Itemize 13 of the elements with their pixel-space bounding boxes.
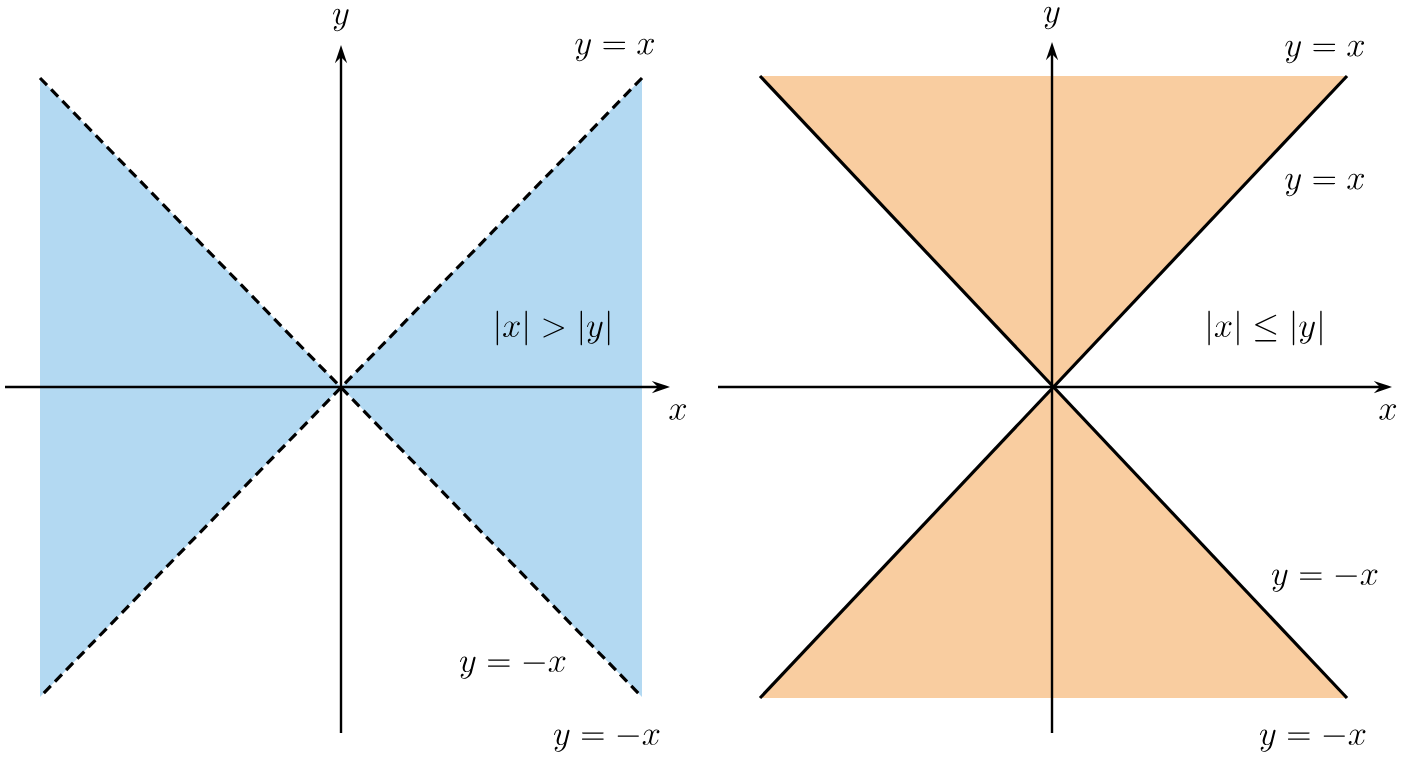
equation-label: $y = -x$ — [554, 729, 660, 752]
equation-label: $y = x$ — [575, 38, 655, 62]
inequality-label: $|x| \le |y|$ — [1208, 310, 1322, 346]
equation-label: $y = -x$ — [1272, 569, 1378, 592]
equation-label: $y = -x$ — [1260, 729, 1366, 752]
axis-label: $x$ — [669, 404, 687, 420]
axis-label: $y$ — [333, 8, 349, 32]
equation-label: $y = x$ — [1285, 173, 1365, 197]
inequality-label: $|x| > |y|$ — [496, 310, 610, 346]
axis-label: $x$ — [1379, 404, 1397, 420]
axis-label: $y$ — [1044, 6, 1060, 30]
equation-label: $y = -x$ — [460, 656, 566, 679]
equation-label: $y = x$ — [1285, 40, 1365, 64]
